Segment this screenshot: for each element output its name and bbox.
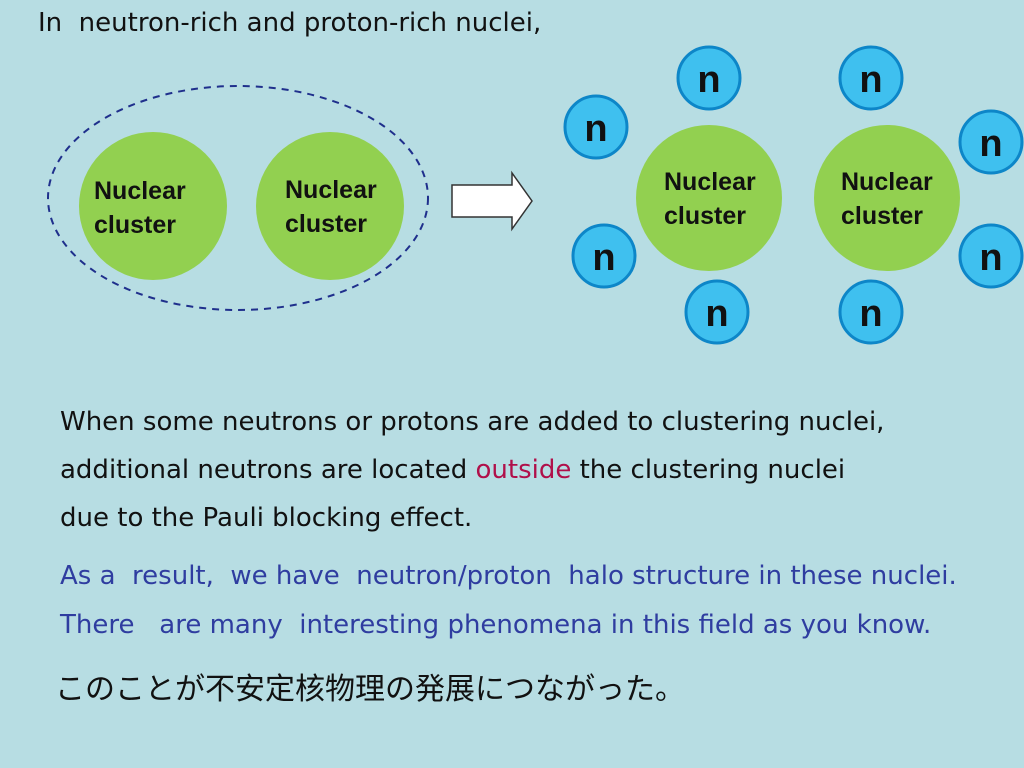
neutron-label: n bbox=[697, 59, 720, 101]
slide-title: In neutron-rich and proton-rich nuclei, bbox=[38, 8, 542, 38]
right-cluster-1 bbox=[636, 125, 782, 271]
result-line-2: There are many interesting phenomena in … bbox=[60, 610, 932, 640]
explanation-line-3: due to the Pauli blocking effect. bbox=[60, 503, 473, 533]
result-line-1: As a result, we have neutron/proton halo… bbox=[60, 561, 957, 591]
neutron: n bbox=[958, 109, 1024, 175]
neutron: n bbox=[838, 279, 904, 345]
explanation-line-1: When some neutrons or protons are added … bbox=[60, 407, 885, 437]
dashed-nucleus-outline bbox=[47, 85, 429, 311]
neutron-label: n bbox=[979, 123, 1002, 165]
result-paragraph: As a result, we have neutron/proton halo… bbox=[60, 552, 957, 650]
right-cluster-2-label: Nuclear cluster bbox=[841, 168, 940, 230]
right-cluster-2 bbox=[814, 125, 960, 271]
left-cluster-1-label: Nuclear cluster bbox=[94, 177, 193, 239]
right-cluster-1-label: Nuclear cluster bbox=[664, 168, 763, 230]
neutron-label: n bbox=[705, 293, 728, 335]
neutron-label: n bbox=[584, 108, 607, 150]
explanation-line-2-start: additional neutrons are located bbox=[60, 455, 476, 485]
neutron: n bbox=[571, 223, 637, 289]
left-cluster-2-label: Nuclear cluster bbox=[285, 176, 384, 238]
outside-highlight: outside bbox=[475, 455, 572, 485]
left-cluster-1 bbox=[79, 132, 227, 280]
neutron-label: n bbox=[592, 237, 615, 279]
left-cluster-2 bbox=[256, 132, 404, 280]
cluster-diagram: Nuclear cluster Nuclear cluster Nuclear … bbox=[47, 45, 1024, 345]
neutron: n bbox=[684, 279, 750, 345]
neutron: n bbox=[676, 45, 742, 111]
neutron: n bbox=[958, 223, 1024, 289]
neutron-label: n bbox=[859, 293, 882, 335]
neutron: n bbox=[838, 45, 904, 111]
neutron-label: n bbox=[859, 59, 882, 101]
japanese-note: このことが不安定核物理の発展につながった。 bbox=[55, 672, 685, 707]
neutron-label: n bbox=[979, 237, 1002, 279]
right-arrow-icon bbox=[451, 170, 533, 232]
neutron: n bbox=[563, 94, 629, 160]
explanation-line-2-end: the clustering nuclei bbox=[571, 455, 846, 485]
explanation-paragraph: When some neutrons or protons are added … bbox=[60, 398, 884, 542]
